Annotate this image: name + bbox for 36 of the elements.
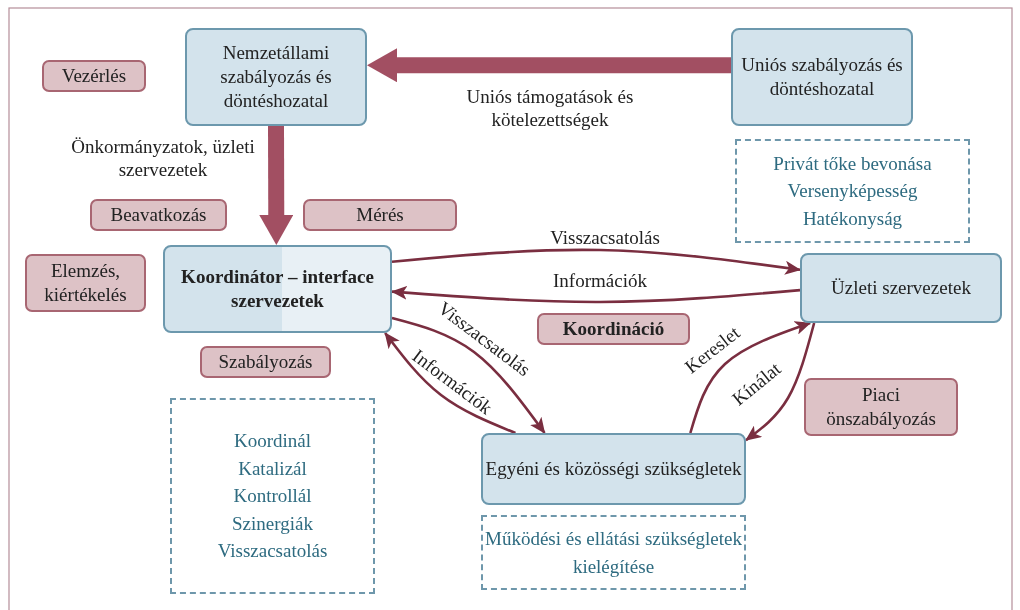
arrow <box>391 248 801 275</box>
list-item-text: Hatékonyság <box>802 206 903 231</box>
tag-box: Mérés <box>303 199 457 231</box>
tag-box: Elemzés, kiértékelés <box>25 254 146 312</box>
process-box: Uniós szabályozás és döntéshozatal <box>731 28 913 126</box>
list-item-text: Koordinál <box>233 429 311 454</box>
list-item-text: Működési és ellátási szükségletek kielégítése <box>484 526 743 579</box>
arrow <box>391 316 546 434</box>
arrow <box>384 332 516 435</box>
dashed-box <box>735 139 970 243</box>
list-item-text: Visszacsatolás <box>217 539 328 564</box>
tag-box: Koordináció <box>537 313 690 345</box>
process-box: Nemzetállami szabályozás és döntéshozatal <box>185 28 367 126</box>
edge-label: Információk <box>553 269 647 293</box>
tag-box: Vezérlés <box>42 60 146 92</box>
edge-label: Visszacsatolás <box>550 226 660 250</box>
arrow <box>367 48 731 83</box>
arrow <box>259 125 294 245</box>
arrow <box>745 322 816 442</box>
process-box: Koordinátor – interface szervezetek <box>163 245 392 333</box>
edge-label: Önkormányzatok, üzleti szervezetek <box>70 136 256 182</box>
tag-box: Szabályozás <box>200 346 331 378</box>
arrow <box>689 321 812 434</box>
process-box: Üzleti szervezetek <box>800 253 1002 323</box>
list-item-text: Versenyképesség <box>787 179 918 204</box>
tag-box: Piaci önszabályozás <box>804 378 958 436</box>
list-item-text: Katalizál <box>238 456 307 481</box>
list-item-text: Szinergiák <box>232 511 313 536</box>
dashed-box <box>481 515 746 590</box>
list-item-text: Kontrollál <box>233 484 312 509</box>
tag-box: Beavatkozás <box>90 199 227 231</box>
dashed-box <box>170 398 375 594</box>
edge-label: Uniós támogatások és kötelezettségek <box>465 86 635 132</box>
arrow <box>391 285 801 304</box>
list-item-text: Privát tőke bevonása <box>773 151 932 176</box>
process-box: Egyéni és közösségi szükségletek <box>481 433 746 505</box>
